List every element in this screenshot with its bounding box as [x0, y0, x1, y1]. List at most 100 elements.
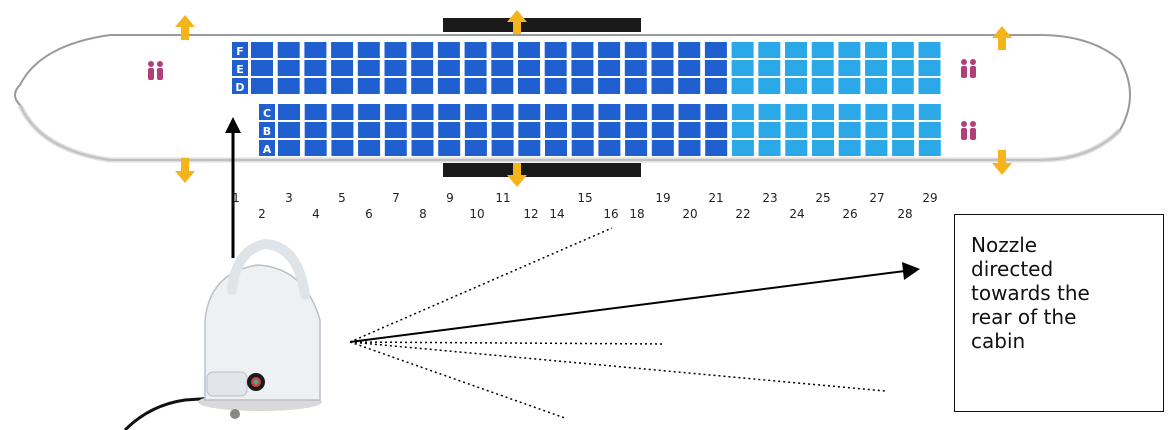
seat: [544, 60, 567, 76]
seat: [411, 140, 434, 156]
seat: [811, 60, 834, 76]
exit-arrow-icon: [507, 163, 527, 187]
seat: [411, 78, 434, 94]
seat: [731, 140, 754, 156]
seat-block-top: [251, 42, 941, 94]
seat: [892, 122, 915, 138]
seat: [865, 42, 888, 58]
row-number: 25: [815, 191, 830, 205]
row-number: 20: [682, 207, 697, 221]
seat: [838, 78, 861, 94]
seat: [384, 122, 407, 138]
seat: [438, 104, 461, 120]
row-number: 7: [392, 191, 400, 205]
row-number: 5: [338, 191, 346, 205]
seat: [331, 104, 354, 120]
seat: [544, 42, 567, 58]
seat: [518, 78, 540, 94]
seat: [464, 104, 487, 120]
seat: [331, 42, 354, 58]
seat: [491, 60, 514, 76]
seat: [464, 42, 487, 58]
seat: [464, 78, 487, 94]
exit-arrow-icon: [175, 15, 195, 40]
seat: [491, 122, 514, 138]
seat: [865, 78, 888, 94]
seat: [491, 140, 514, 156]
row-numbers: 1 3 5 7 9 11 15 19 21 23 25 27 29 2 4 6 …: [232, 191, 937, 221]
seat: [491, 42, 514, 58]
seat: [785, 78, 807, 94]
seat: [785, 42, 807, 58]
row-letters-bottom: C B A: [259, 104, 275, 156]
seat: [731, 78, 754, 94]
seat: [758, 140, 781, 156]
seat: [331, 140, 354, 156]
seat: [358, 122, 381, 138]
seat: [812, 140, 834, 156]
wing-bar-bottom: [443, 163, 641, 177]
seat: [304, 78, 327, 94]
seat: [624, 60, 647, 76]
lavatory-icon: [961, 121, 976, 140]
seat: [464, 122, 487, 138]
seat: [278, 122, 300, 138]
seat: [785, 104, 808, 120]
seat: [811, 78, 834, 94]
seat: [812, 122, 834, 138]
seat: [625, 104, 648, 120]
row-letters-top: F E D: [232, 42, 248, 94]
seat: [865, 60, 888, 76]
seat: [331, 122, 354, 138]
seat: [651, 42, 674, 58]
exit-arrow-icon: [175, 158, 195, 183]
seat: [251, 78, 273, 94]
seat: [731, 42, 754, 58]
seat: [464, 60, 487, 76]
seat: [491, 78, 514, 94]
seat: [304, 60, 327, 76]
spray-pattern: [349, 227, 886, 419]
seat: [411, 104, 434, 120]
seat: [758, 122, 781, 138]
seat: [598, 140, 621, 156]
seat: [571, 140, 594, 156]
seat: [518, 104, 541, 120]
seat: [678, 104, 701, 120]
seat: [891, 78, 914, 94]
row-number: 28: [897, 207, 912, 221]
seat: [518, 60, 540, 76]
seat: [384, 60, 407, 76]
seat: [357, 78, 380, 94]
seat: [731, 104, 754, 120]
seat: [598, 42, 621, 58]
seat: [277, 78, 300, 94]
row-number: 23: [762, 191, 777, 205]
row-letter-b: B: [263, 125, 271, 138]
seat: [758, 42, 781, 58]
wing-bar-top: [443, 18, 641, 32]
seat: [651, 60, 674, 76]
seat: [358, 104, 381, 120]
seat: [758, 104, 781, 120]
row-number: 29: [922, 191, 937, 205]
row-number: 8: [419, 207, 427, 221]
seat: [571, 122, 594, 138]
seat: [571, 78, 594, 94]
row-number: 9: [446, 191, 454, 205]
seat: [678, 60, 701, 76]
seat: [891, 60, 914, 76]
seat: [758, 78, 781, 94]
seat: [518, 140, 541, 156]
seat: [838, 60, 861, 76]
seat: [277, 60, 300, 76]
row-number: 27: [869, 191, 884, 205]
seat: [384, 140, 407, 156]
seat: [704, 60, 727, 76]
row-number: 15: [577, 191, 592, 205]
nozzle-direction-arrow: [349, 262, 920, 343]
seat: [304, 122, 327, 138]
seat: [918, 104, 941, 120]
lavatory-icon: [961, 59, 976, 78]
